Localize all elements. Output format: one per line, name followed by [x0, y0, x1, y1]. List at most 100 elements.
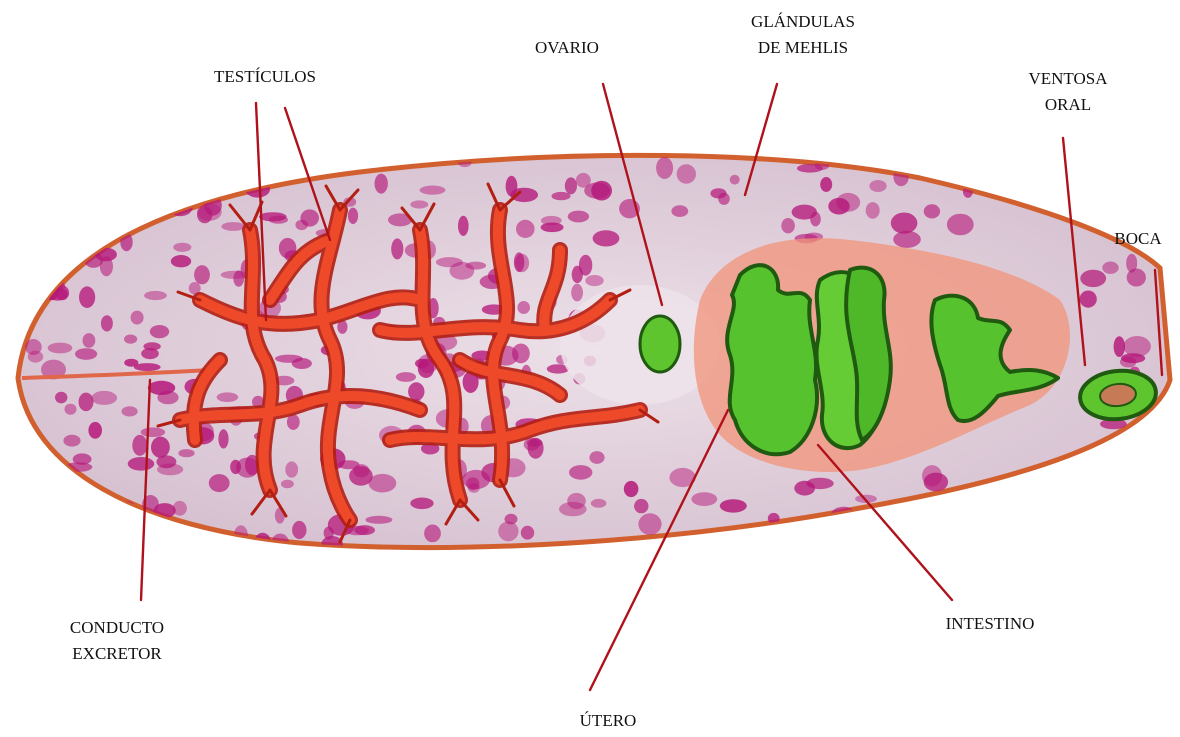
vitellaria-spot [691, 492, 717, 506]
vitellaria-spot [1009, 530, 1022, 546]
vitellaria-spot [1064, 482, 1090, 501]
vitellaria-spot [516, 220, 535, 238]
vitellaria-spot [63, 435, 80, 447]
vitellaria-spot [634, 499, 648, 513]
vitellaria-spot [572, 266, 583, 283]
vitellaria-spot [1114, 336, 1125, 357]
vitellaria-spot [907, 159, 931, 173]
vitellaria-spot [48, 343, 73, 354]
vitellaria-spot [122, 406, 138, 416]
vitellaria-spot [585, 275, 603, 286]
vitellaria-spot [768, 530, 794, 540]
vitellaria-spot [498, 521, 518, 541]
vitellaria-spot [112, 526, 136, 547]
vitellaria-spot [157, 391, 178, 404]
vitellaria-spot [552, 192, 571, 200]
label-conducto-line1: CONDUCTO [70, 618, 164, 637]
vitellaria-spot [45, 534, 61, 555]
vitellaria-spot [517, 301, 530, 314]
vitellaria-spot [1080, 291, 1097, 308]
vitellaria-spot [82, 499, 94, 509]
vitellaria-spot [125, 153, 144, 167]
vitellaria-spot [157, 162, 181, 170]
vitellaria-spot [569, 465, 592, 480]
vitellaria-spot [131, 311, 144, 325]
vitellaria-spot [458, 216, 469, 236]
vitellaria-spot [214, 169, 241, 191]
vitellaria-spot [124, 335, 137, 344]
vitellaria-spot [1104, 498, 1121, 513]
vitellaria-spot [953, 169, 969, 184]
vitellaria-spot [656, 157, 673, 179]
vitellaria-spot [810, 212, 821, 227]
vitellaria-spot [677, 164, 696, 183]
vitellaria-spot [194, 265, 210, 284]
vitellaria-spot [789, 537, 804, 558]
vitellaria-spot [976, 510, 1000, 520]
vitellaria-spot [68, 178, 95, 193]
vitellaria-spot [893, 168, 908, 187]
vitellaria-spot [571, 284, 583, 302]
vitellaria-spot [866, 202, 880, 219]
vitellaria-spot [424, 525, 441, 543]
vitellaria-spot [171, 255, 191, 267]
vitellaria-spot [204, 156, 225, 165]
vitellaria-spot [924, 473, 948, 492]
vitellaria-spot [816, 517, 835, 526]
vitellaria-spot [134, 363, 161, 371]
vitellaria-spot [568, 211, 589, 223]
vitellaria-spot [671, 205, 688, 217]
vitellaria-spot [1046, 159, 1062, 176]
vitellaria-spot [1107, 503, 1121, 513]
vitellaria-spot [101, 315, 113, 331]
vitellaria-spot [730, 175, 740, 185]
vitellaria-spot [1067, 155, 1085, 167]
vitellaria-spot [132, 435, 147, 456]
vitellaria-spot [565, 177, 577, 194]
vitellaria-spot [820, 177, 832, 192]
vitellaria-spot [183, 164, 197, 176]
vitellaria-spot [710, 188, 726, 198]
vitellaria-spot [73, 453, 92, 464]
intestine-lobe-1 [727, 265, 817, 454]
vitellaria-spot [178, 449, 194, 457]
vitellaria-spot [369, 474, 397, 493]
vitellaria-spot [28, 351, 43, 363]
vitellaria-spot [151, 437, 170, 458]
vitellaria-spot [624, 481, 639, 497]
vitellaria-spot [591, 181, 612, 201]
vitellaria-spot [141, 427, 166, 437]
vitellaria-spot [35, 266, 63, 284]
vitellaria-spot [86, 496, 108, 514]
vitellaria-spot [292, 521, 306, 539]
vitellaria-spot [1127, 269, 1146, 287]
vitellaria-spot [794, 481, 815, 496]
vitellaria-spot [36, 217, 60, 236]
vitellaria-spot [450, 262, 475, 280]
vitellaria-spot [119, 185, 144, 193]
vitellaria-spot [638, 513, 661, 535]
vitellaria-spot [521, 526, 534, 540]
vitellaria-spot [348, 208, 358, 224]
vitellaria-spot [141, 348, 159, 359]
label-testiculos: TESTÍCULOS [214, 67, 316, 86]
vitellaria-spot [1102, 262, 1118, 274]
vitellaria-spot [45, 530, 64, 538]
vitellaria-spot [591, 499, 607, 508]
vitellaria-spot [144, 291, 167, 300]
vitellaria-spot [129, 172, 153, 194]
vitellaria-spot [173, 243, 191, 252]
vitellaria-spot [105, 531, 125, 548]
vitellaria-spot [119, 205, 136, 226]
vitellaria-spot [945, 505, 958, 519]
vitellaria-spot [1082, 498, 1103, 519]
vitellaria-spot [375, 174, 388, 194]
vitellaria-spot [1080, 270, 1106, 287]
vitellaria-spot [420, 186, 446, 195]
vitellaria-spot [209, 474, 230, 492]
label-ventosa-line1: VENTOSA [1028, 69, 1108, 88]
vitellaria-spot [845, 514, 872, 523]
vitellaria-spot [924, 204, 940, 218]
vitellaria-spot [391, 238, 403, 259]
vitellaria-spot [1121, 353, 1145, 363]
